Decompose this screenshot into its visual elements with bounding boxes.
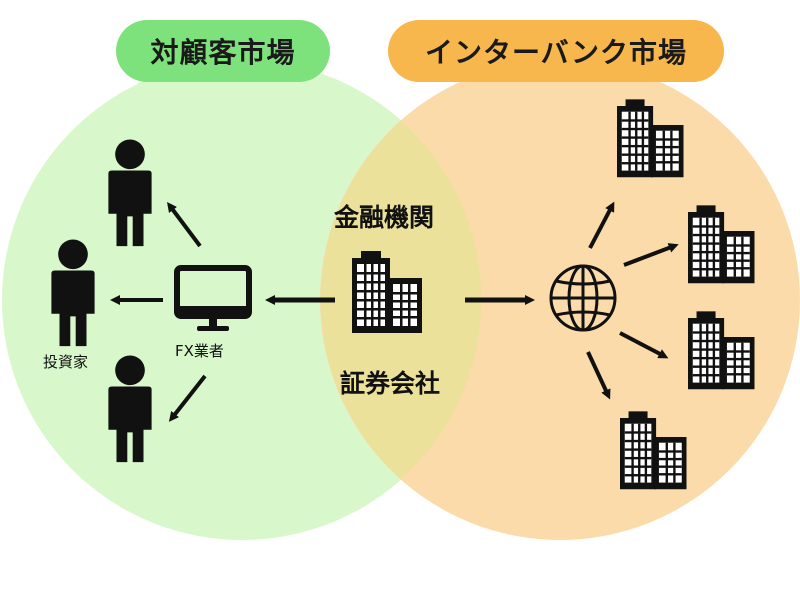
globe-icon bbox=[549, 264, 617, 332]
interbank-market-label: インターバンク市場 bbox=[388, 20, 724, 82]
customer-market-label: 対顧客市場 bbox=[116, 20, 330, 82]
investor-label: 投資家 bbox=[43, 353, 89, 371]
arrow-to-bank bbox=[623, 243, 679, 267]
securities-company-label: 証券会社 bbox=[340, 369, 441, 398]
arrow-to-bank bbox=[619, 331, 669, 359]
arrow-to-investor bbox=[167, 202, 202, 248]
fx-broker-label: FX業者 bbox=[175, 342, 224, 360]
arrow-to-bank bbox=[586, 351, 611, 400]
financial-institution-label: 金融機関 bbox=[334, 203, 435, 232]
arrow-to-bank bbox=[588, 201, 615, 249]
monitor-icon bbox=[174, 265, 252, 331]
arrow-to-investor bbox=[168, 374, 207, 422]
